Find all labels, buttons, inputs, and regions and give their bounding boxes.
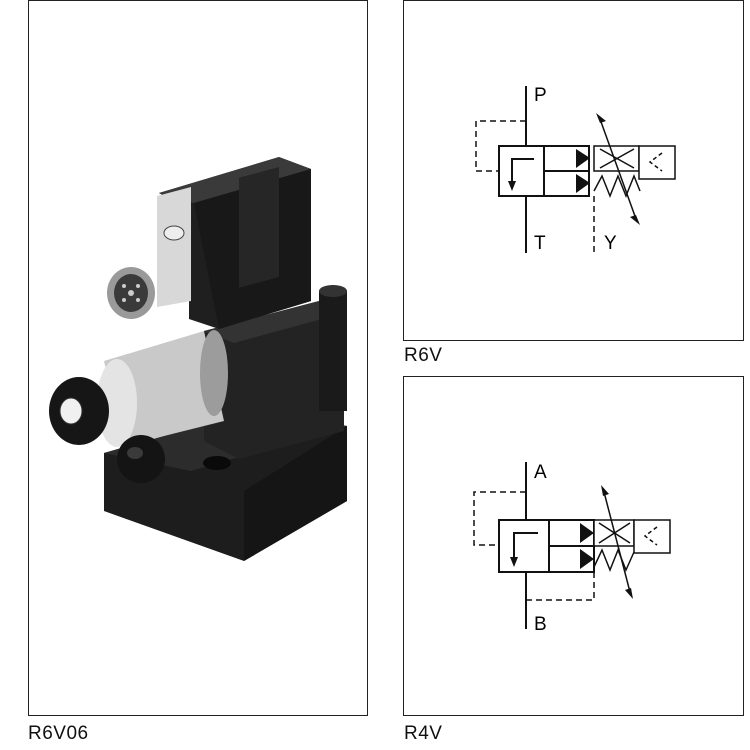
r4v-hydraulic-symbol: A B: [473, 462, 671, 635]
port-label-t: T: [534, 233, 546, 254]
caption-r6v06: R6V06: [28, 723, 89, 744]
port-label-p: P: [534, 85, 547, 106]
port-label-b: B: [534, 614, 547, 635]
port-label-a: A: [534, 462, 547, 483]
r6v-hydraulic-symbol: P T Y: [475, 85, 676, 254]
port-label-y: Y: [604, 233, 617, 254]
valve-photo-panel: [28, 0, 368, 716]
caption-r4v: R4V: [404, 723, 443, 744]
r4v-symbol-panel: A B: [403, 376, 744, 716]
caption-r6v: R6V: [404, 345, 443, 366]
r6v-symbol-panel: P T Y: [403, 0, 744, 341]
valve-illustration: [49, 157, 347, 561]
